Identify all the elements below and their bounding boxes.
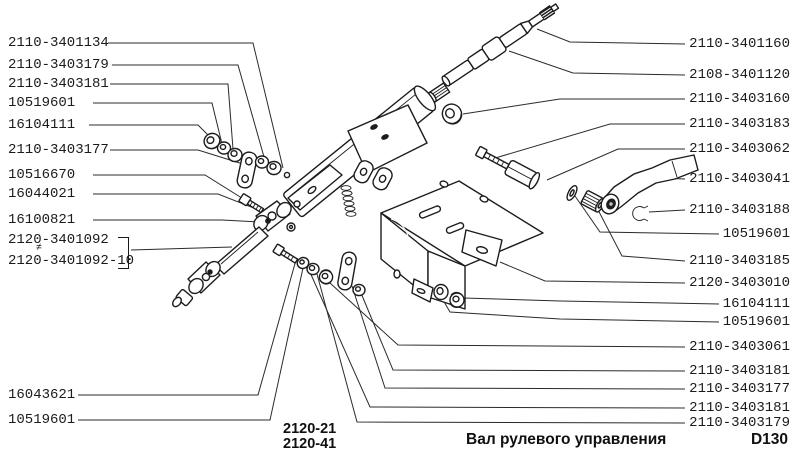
part-label: 16104111	[8, 117, 76, 133]
part-label: 16044021	[8, 186, 76, 202]
part-label: 2110-3403179	[689, 415, 790, 431]
part-label: 2110-3403177	[689, 381, 790, 397]
part-label: 2110-3403177	[8, 142, 109, 158]
part-label: 16104111	[722, 296, 790, 312]
bolt-tip	[283, 171, 291, 179]
retaining-clip	[632, 205, 649, 222]
washer	[296, 256, 310, 270]
shaft-splined-coupler	[428, 82, 451, 103]
bushing	[266, 160, 282, 176]
model-variant-code: 2120-41	[283, 436, 337, 452]
intermediate-shaft	[214, 226, 269, 275]
part-label: 2110-3403179	[8, 57, 109, 73]
part-label: 2120-3401092-10	[8, 253, 135, 269]
steering-shaft	[441, 3, 560, 87]
part-label: 2120-3401092	[8, 232, 109, 248]
part-label: 2110-3403183	[689, 116, 790, 132]
washer	[433, 283, 449, 301]
washer	[216, 141, 232, 155]
hex-nut	[318, 269, 334, 285]
part-label: 2110-3403185	[689, 253, 790, 269]
shaft-bushing	[441, 103, 463, 125]
link-plate	[337, 251, 357, 291]
part-label: 2110-3403181	[8, 76, 109, 92]
jacket-bracket	[287, 104, 428, 211]
tension-bolt-assembly	[475, 145, 541, 190]
upper-universal-joint	[253, 200, 296, 232]
lower-universal-joint	[172, 260, 221, 308]
part-label: 2110-3403061	[689, 339, 790, 355]
part-label: 10519601	[722, 226, 790, 242]
hex-nut	[449, 291, 465, 309]
part-label: 10519601	[8, 412, 76, 428]
part-label: 2110-3401160	[689, 36, 790, 52]
support-bracket	[380, 180, 544, 310]
slotted-nut	[227, 147, 243, 163]
figure-caption: Вал рулевого управления	[466, 431, 667, 448]
variant-note-mark: ≠	[36, 243, 43, 254]
bushing	[203, 132, 221, 150]
part-label: 10516670	[8, 167, 76, 183]
bushing	[306, 262, 320, 276]
leader-lines	[78, 28, 720, 424]
part-label: 10519601	[722, 314, 790, 330]
bolt	[272, 243, 299, 264]
washer	[352, 283, 366, 297]
part-label: 2108-3401120	[689, 67, 790, 83]
part-label: 16100821	[8, 212, 76, 228]
column-jacket	[283, 85, 437, 218]
part-label: 2120-3403010	[689, 275, 790, 291]
washer	[254, 155, 270, 169]
part-label: 2110-3403160	[689, 91, 790, 107]
part-label: 16043621	[8, 387, 76, 403]
part-label: 2110-3403062	[689, 141, 790, 157]
part-label: 2110-3403041	[689, 171, 790, 187]
part-label: 2110-3403181	[689, 363, 790, 379]
clamp-bolt	[238, 193, 265, 214]
drawing-number: D130	[750, 431, 788, 448]
part-label: 10519601	[8, 95, 76, 111]
coil-spring	[340, 185, 357, 217]
model-variant-code: 2120-21	[283, 421, 337, 437]
part-label: 2110-3401134	[8, 35, 109, 51]
label-group-bracket	[118, 237, 129, 269]
part-label: 2110-3403181	[689, 400, 790, 416]
part-label: 2110-3403188	[689, 202, 790, 218]
splined-bushing	[580, 190, 606, 213]
link-plate	[236, 151, 258, 189]
washer	[566, 185, 578, 201]
pendulum-arm	[600, 154, 699, 215]
